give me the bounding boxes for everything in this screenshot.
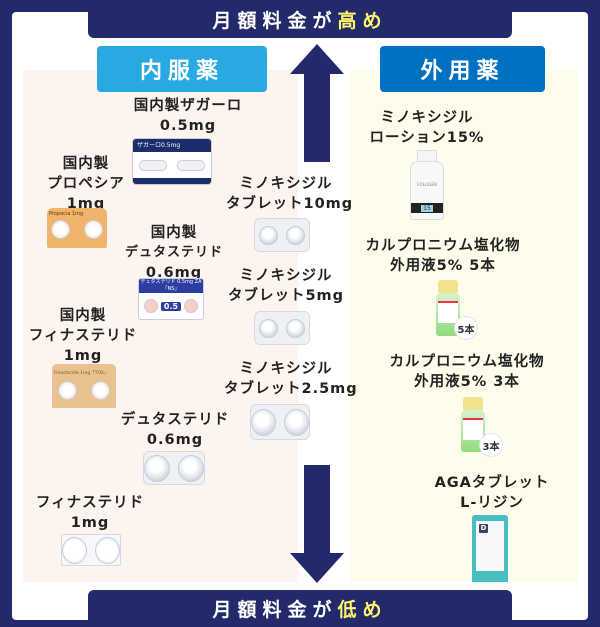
dutasteride-pack-image [143, 451, 205, 485]
dutasteride-domestic-pack-image: デュタステリド 0.5mg ZA「NS」 0.5 [138, 278, 204, 320]
arrow-up-icon [290, 44, 344, 162]
item-finasteride-domestic: 国内製 フィナステリド 1mg [28, 306, 138, 366]
item-carpronium-3: カルプロニウム塩化物 外用液5% 3本 [372, 352, 562, 392]
low-price-highlight: 低め [337, 599, 388, 621]
quantity-badge: 3本 [479, 433, 503, 457]
quantity-badge: 5本 [454, 316, 478, 340]
item-name-line-2: プロペシア [47, 176, 125, 192]
item-dutasteride: デュタステリド 0.6mg [110, 410, 240, 450]
carpronium-3-bottle-image [461, 397, 485, 452]
aga-tablet-pack-image: D [472, 515, 508, 582]
pack-label: デュタステリド 0.5mg ZA「NS」 [139, 279, 203, 293]
item-name-line-2: タブレット10mg [226, 196, 354, 212]
internal-medicine-label: 内服薬 [97, 46, 267, 92]
item-name: 国内製ザガーロ [133, 98, 243, 114]
item-name-line-2: タブレット2.5mg [224, 381, 358, 397]
item-name-line-1: AGAタブレット [434, 475, 550, 491]
minoxidil-lotion-bottle-image: FOLLIGEN 15 [410, 150, 444, 220]
item-dose: 0.6mg [145, 265, 203, 281]
item-name-line-2: 外用液5% 5本 [390, 258, 496, 274]
item-name-line-2: ローション15% [369, 130, 485, 146]
item-dose: 1mg [70, 515, 110, 531]
item-name-line-2: 外用液5% 3本 [414, 374, 520, 390]
item-name-line-1: ミノキシジル [380, 110, 474, 126]
item-propecia: 国内製 プロペシア 1mg [36, 154, 136, 214]
item-zagallo: 国内製ザガーロ 0.5mg [108, 96, 268, 136]
high-price-highlight: 高め [337, 9, 388, 32]
pack-label: Propecia 1mg [49, 211, 84, 217]
finasteride-domestic-pack-image: Finasteride 1mg「TOX」 [52, 364, 116, 408]
pack-dose: 0.5 [160, 301, 182, 311]
item-name-line-1: ミノキシジル [239, 176, 333, 192]
pack-label: ザガーロ0.5mg [133, 139, 211, 152]
finasteride-pack-image [61, 534, 121, 566]
propecia-pack-image: Propecia 1mg [47, 208, 107, 248]
high-price-banner: 月額料金が高め [88, 0, 512, 38]
item-finasteride: フィナステリド 1mg [30, 493, 150, 533]
item-minoxidil-10mg: ミノキシジル タブレット10mg [226, 174, 354, 214]
pack-letter: D [479, 524, 488, 533]
low-price-banner: 月額料金が低め [88, 590, 512, 627]
item-name-line-1: 国内製 [150, 225, 198, 241]
item-name-line-1: ミノキシジル [239, 268, 333, 284]
item-name-line-2: デュタステリド [124, 245, 223, 260]
item-minoxidil-5mg: ミノキシジル タブレット5mg [226, 266, 346, 306]
minoxidil-5mg-pack-image [254, 311, 310, 345]
item-name-line-1: 国内製 [59, 308, 107, 324]
item-name-line-2: タブレット5mg [227, 288, 345, 304]
external-medicine-label: 外用薬 [380, 46, 545, 92]
item-name: フィナステリド [35, 495, 145, 511]
item-name-line-2: L-リジン [460, 495, 524, 511]
item-dose: 0.6mg [146, 432, 204, 448]
minoxidil-10mg-pack-image [254, 218, 310, 252]
item-minoxidil-lotion: ミノキシジル ローション15% [362, 108, 492, 148]
zagallo-pack-image: ザガーロ0.5mg [132, 138, 212, 185]
carpronium-5-bottle-image [436, 280, 460, 336]
item-aga-tablet: AGAタブレット L-リジン [422, 473, 562, 513]
high-price-prefix: 月額料金が [212, 9, 338, 32]
item-minoxidil-2-5mg: ミノキシジル タブレット2.5mg [224, 359, 358, 399]
item-dose: 1mg [63, 348, 103, 364]
item-name-line-1: ミノキシジル [239, 361, 333, 377]
item-dutasteride-domestic: 国内製 デュタステリド 0.6mg [124, 223, 224, 283]
item-name-line-1: カルプロニウム塩化物 [389, 354, 545, 370]
item-name: デュタステリド [120, 412, 230, 428]
bottle-number: 15 [421, 204, 433, 212]
arrow-down-icon [290, 465, 344, 583]
bottle-label: FOLLIGEN [417, 182, 437, 187]
item-name-line-2: フィナステリド [28, 328, 138, 344]
minoxidil-2-5mg-pack-image [250, 404, 310, 440]
item-name-line-1: カルプロニウム塩化物 [365, 238, 521, 254]
item-name-line-1: 国内製 [62, 156, 110, 172]
pack-label: Finasteride 1mg「TOX」 [54, 371, 109, 376]
item-dose: 0.5mg [159, 118, 217, 134]
item-carpronium-5: カルプロニウム塩化物 外用液5% 5本 [348, 236, 538, 276]
low-price-prefix: 月額料金が [212, 599, 338, 621]
